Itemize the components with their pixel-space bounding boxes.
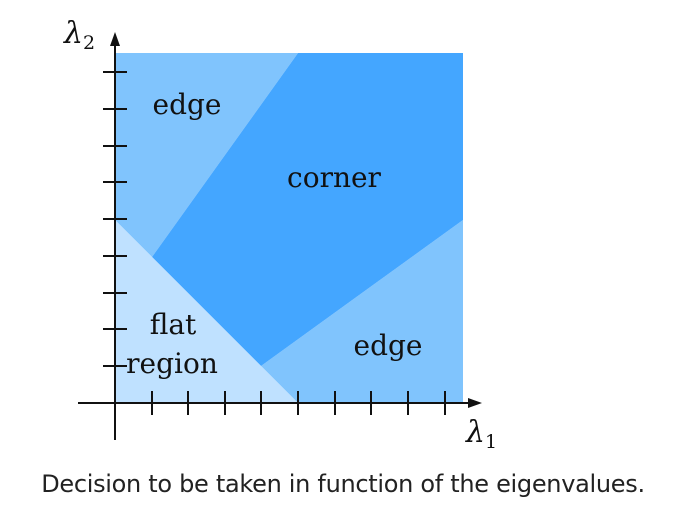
x-axis-label: λ1 (465, 415, 497, 453)
eigenvalue-decision-diagram: λ2 λ1 edge corner flat region edge (63, 16, 497, 453)
edge-label-bottom: edge (354, 329, 423, 362)
edge-label-top: edge (153, 88, 222, 121)
y-axis-label: λ2 (63, 16, 95, 54)
x-axis-symbol: λ (465, 415, 485, 450)
x-axis (78, 391, 482, 415)
flat-label-line2: region (126, 347, 218, 380)
flat-region (115, 220, 298, 403)
y-axis-symbol: λ (63, 16, 83, 51)
flat-label-line1: flat (150, 308, 197, 341)
figure-caption: Decision to be taken in function of the … (41, 470, 645, 498)
x-axis-subscript: 1 (485, 431, 497, 453)
y-axis-subscript: 2 (83, 32, 95, 54)
corner-region (152, 53, 463, 366)
edge-region-bottom (261, 220, 463, 403)
y-axis (103, 32, 127, 440)
corner-label: corner (287, 161, 382, 194)
edge-region-top (115, 53, 298, 257)
